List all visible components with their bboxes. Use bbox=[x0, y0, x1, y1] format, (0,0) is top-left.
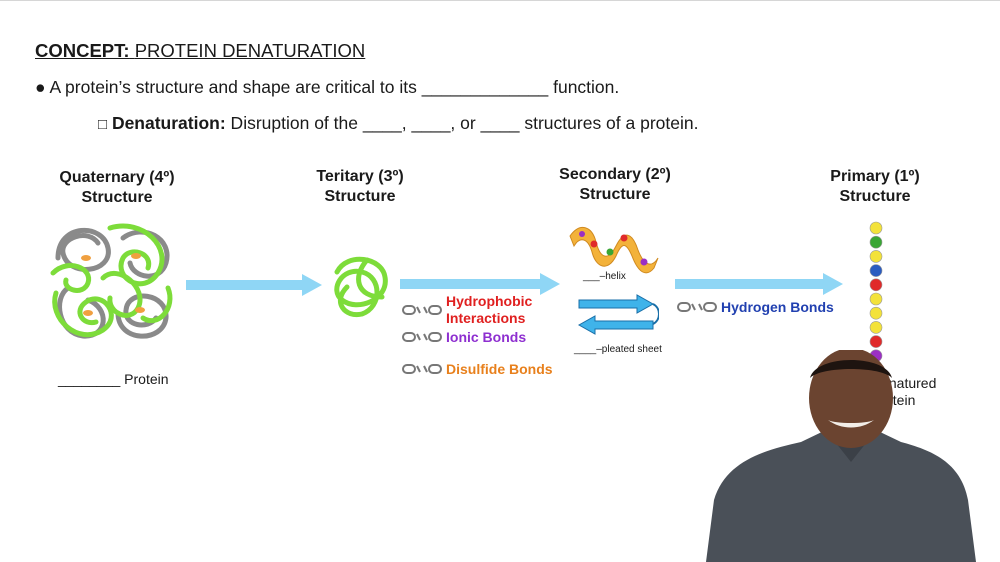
concept-heading: CONCEPT: PROTEIN DENATURATION bbox=[35, 40, 365, 62]
amino-acid-bead bbox=[869, 292, 883, 306]
hydrophobic-bond: Hydrophobic Interactions bbox=[402, 293, 532, 327]
arrow-secondary-to-primary bbox=[675, 273, 843, 295]
hydrophobic-label-2: Interactions bbox=[446, 310, 526, 326]
secondary-subtitle: Structure bbox=[579, 186, 651, 203]
ionic-label: Ionic Bonds bbox=[446, 329, 527, 345]
concept-title: PROTEIN DENATURATION bbox=[134, 40, 366, 61]
bullet-denaturation: □ Denaturation: Disruption of the ____, … bbox=[98, 113, 698, 134]
amino-acid-bead bbox=[869, 306, 883, 320]
pleated-sheet-label: ____–pleated sheet bbox=[574, 344, 662, 355]
ionic-bond: Ionic Bonds bbox=[402, 329, 526, 345]
bullet1-suffix: function. bbox=[548, 77, 620, 97]
bullet1-prefix: ● A protein’s structure and shape are cr… bbox=[35, 77, 422, 97]
arrow-quaternary-to-tertiary bbox=[186, 274, 322, 296]
tertiary-subtitle: Structure bbox=[324, 188, 396, 205]
hydrogen-bond: Hydrogen Bonds bbox=[677, 299, 834, 315]
secondary-header: Secondary (2º) Structure bbox=[545, 165, 685, 205]
broken-chain-icon bbox=[402, 364, 442, 374]
hydrogen-label: Hydrogen Bonds bbox=[721, 299, 834, 315]
quaternary-protein-icon bbox=[50, 223, 173, 339]
protein-label: ________ Protein bbox=[58, 371, 169, 387]
pleated-sheet-icon bbox=[577, 294, 659, 335]
presenter-video bbox=[706, 350, 976, 562]
amino-acid-bead bbox=[869, 235, 883, 249]
denaturation-definition: Disruption of the ____, ____, or ____ st… bbox=[225, 113, 699, 133]
quaternary-title: Quaternary (4º) bbox=[59, 169, 175, 186]
primary-title: Primary (1º) bbox=[830, 168, 920, 185]
primary-subtitle: Structure bbox=[839, 188, 911, 205]
amino-acid-bead bbox=[869, 335, 883, 348]
amino-acid-bead bbox=[869, 264, 883, 277]
alpha-helix-icon bbox=[569, 227, 659, 274]
denaturation-term: Denaturation: bbox=[111, 113, 226, 133]
tertiary-protein-icon bbox=[334, 256, 388, 318]
checkbox-icon: □ bbox=[98, 116, 108, 133]
amino-acid-bead bbox=[869, 221, 883, 235]
top-divider bbox=[0, 0, 1000, 1]
amino-acid-bead bbox=[869, 278, 883, 292]
broken-chain-icon bbox=[677, 302, 717, 312]
broken-chain-icon bbox=[402, 305, 442, 315]
secondary-title: Secondary (2º) bbox=[559, 166, 671, 183]
tertiary-title: Teritary (3º) bbox=[316, 168, 404, 185]
quaternary-subtitle: Structure bbox=[81, 189, 153, 206]
amino-acid-bead bbox=[869, 321, 883, 334]
concept-label: CONCEPT: bbox=[35, 40, 130, 61]
primary-bead-chain bbox=[869, 221, 883, 370]
arrow-tertiary-to-secondary bbox=[400, 273, 560, 295]
amino-acid-bead bbox=[869, 250, 883, 263]
broken-chain-icon bbox=[402, 332, 442, 342]
hydrophobic-label-1: Hydrophobic bbox=[446, 293, 533, 309]
primary-header: Primary (1º) Structure bbox=[810, 167, 940, 207]
disulfide-label: Disulfide Bonds bbox=[446, 361, 553, 377]
disulfide-bond: Disulfide Bonds bbox=[402, 361, 553, 377]
helix-label: ___–helix bbox=[583, 271, 626, 282]
tertiary-header: Teritary (3º) Structure bbox=[295, 167, 425, 207]
quaternary-header: Quaternary (4º) Structure bbox=[47, 168, 187, 208]
bullet1-blank: _____________ bbox=[421, 77, 549, 97]
bullet-structure-function: ● A protein’s structure and shape are cr… bbox=[35, 77, 619, 98]
